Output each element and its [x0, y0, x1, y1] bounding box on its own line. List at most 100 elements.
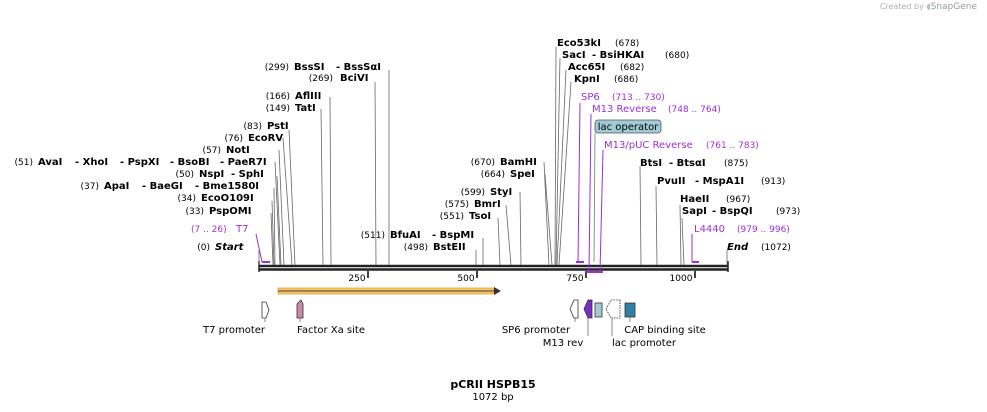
map-length: 1072 bp — [472, 392, 513, 403]
feature-m13-rev: M13 rev — [543, 338, 584, 349]
feature-cap-binding-site: CAP binding site — [624, 325, 706, 336]
enzyme-start[interactable]: Start — [215, 242, 245, 253]
tick-1000: 1000 — [670, 274, 693, 284]
cap-binding-site-mark[interactable] — [624, 302, 636, 318]
enzyme-eco53ki[interactable]: Eco53kI — [557, 38, 601, 49]
enzyme-pos: (875) — [724, 159, 748, 169]
orf-arrow[interactable] — [277, 287, 501, 295]
enzyme-ecorv[interactable]: EcoRV — [248, 133, 283, 144]
enzyme-kpni[interactable]: KpnI — [574, 74, 600, 85]
enzyme-spei[interactable]: SpeI — [510, 169, 535, 180]
primer-m13-reverse-range: (748 .. 764) — [668, 105, 721, 115]
enzyme-xhoi[interactable]: - XhoI — [75, 157, 108, 168]
enzyme-pspomi[interactable]: PspOMI — [209, 206, 251, 217]
enzyme-noti[interactable]: NotI — [226, 145, 250, 156]
enzyme-cut-lines — [258, 46, 728, 266]
enzyme-bsssai[interactable]: - BssSαI — [336, 62, 381, 73]
primer-m13-puc-reverse[interactable]: M13/pUC Reverse — [604, 140, 693, 151]
enzyme-haeii[interactable]: HaeII — [680, 194, 709, 205]
enzyme-styi[interactable]: StyI — [490, 187, 512, 198]
enzyme-pos: (269) — [309, 74, 333, 84]
enzyme-baegi[interactable]: - BaeGI — [142, 181, 183, 192]
enzyme-pos: (51) — [15, 158, 33, 168]
enzyme-pos: (50) — [176, 170, 194, 180]
enzyme-end[interactable]: End — [727, 242, 749, 253]
enzyme-ecoo109i[interactable]: EcoO109I — [201, 193, 254, 204]
enzyme-bcivi[interactable]: BciVI — [340, 73, 368, 84]
primer-t7[interactable]: T7 — [235, 224, 248, 235]
enzyme-pos: (299) — [265, 63, 289, 73]
lac-operator-label: lac operator — [598, 122, 659, 133]
enzyme-mspa1i[interactable]: - MspA1I — [695, 176, 744, 187]
enzyme-pos: (575) — [445, 200, 469, 210]
enzyme-pos: (37) — [81, 182, 99, 192]
enzyme-pos: (34) — [178, 194, 196, 204]
feature-lac-promoter: lac promoter — [612, 338, 677, 349]
enzyme-psti[interactable]: PstI — [267, 121, 289, 132]
sp6-promoter-arrow[interactable] — [569, 299, 579, 319]
primer-sp6-range: (713 .. 730) — [612, 93, 665, 103]
enzyme-bamhi[interactable]: BamHI — [500, 157, 537, 168]
enzyme-sapi[interactable]: SapI — [682, 206, 707, 217]
primer-t7-range: (7 .. 26) — [191, 225, 227, 235]
primer-lines — [255, 102, 699, 273]
enzyme-btsai[interactable]: - BtsαI — [669, 158, 706, 169]
primer-m13-puc-reverse-range: (761 .. 783) — [706, 141, 759, 151]
enzyme-bsssi[interactable]: BssSI — [294, 62, 324, 73]
enzyme-acc65i[interactable]: Acc65I — [568, 62, 605, 73]
lac-operator-box[interactable] — [594, 119, 662, 134]
sequence-backbone — [258, 261, 729, 272]
enzyme-bsihkai[interactable]: - BsiHKAI — [592, 50, 644, 61]
enzyme-bfuai[interactable]: BfuAI — [390, 230, 421, 241]
enzyme-pos: (599) — [461, 188, 485, 198]
enzyme-bsteii[interactable]: BstEII — [433, 242, 466, 253]
enzyme-pos: (498) — [404, 243, 428, 253]
primer-m13-reverse[interactable]: M13 Reverse — [592, 104, 657, 115]
snapgene-logo-icon: ◖ — [926, 2, 931, 11]
enzyme-pos: (967) — [726, 195, 750, 205]
credit-brand: SnapGene — [930, 2, 977, 12]
features: T7 promoter Factor Xa site SP6 promoter … — [202, 299, 706, 349]
t7-promoter-arrow[interactable] — [261, 301, 270, 319]
primer-sp6[interactable]: SP6 — [581, 92, 600, 103]
enzyme-pvuii[interactable]: PvuII — [657, 176, 685, 187]
primer-labels: (7 .. 26) T7 SP6 (713 .. 730) M13 Revers… — [191, 92, 790, 235]
enzyme-bmri[interactable]: BmrI — [474, 199, 501, 210]
enzyme-apai[interactable]: ApaI — [104, 181, 129, 192]
enzyme-nspi[interactable]: NspI — [199, 169, 224, 180]
enzyme-pos: (57) — [203, 146, 221, 156]
primer-l4440[interactable]: L4440 — [694, 224, 725, 235]
tick-500: 500 — [457, 274, 474, 284]
enzyme-pos: (670) — [471, 158, 495, 168]
enzyme-pos: (83) — [244, 122, 262, 132]
enzyme-labels: (0) Start (33) PspOMI (34) EcoO109I (37)… — [15, 38, 801, 253]
feature-factor-xa-site: Factor Xa site — [297, 325, 365, 336]
enzyme-tati[interactable]: TatI — [295, 103, 316, 114]
enzyme-pos: (551) — [440, 212, 464, 222]
enzyme-pos: (1072) — [761, 243, 791, 253]
enzyme-pos: (76) — [225, 134, 243, 144]
enzyme-bsobi[interactable]: - BsoBI — [170, 157, 209, 168]
enzyme-bme1580i[interactable]: - Bme1580I — [195, 181, 259, 192]
lac-operator-mark[interactable] — [594, 302, 603, 318]
enzyme-afliii[interactable]: AflIII — [295, 91, 321, 102]
enzyme-pos: (913) — [761, 177, 785, 187]
enzyme-saci[interactable]: SacI — [562, 50, 586, 61]
enzyme-pos: (149) — [266, 104, 290, 114]
snapgene-credit: Created by ◖SnapGene — [880, 2, 977, 12]
enzyme-pos: (33) — [186, 207, 204, 217]
enzyme-btsi[interactable]: BtsI — [640, 158, 662, 169]
ruler: 250 500 750 1000 — [348, 271, 696, 284]
enzyme-bspqi[interactable]: - BspQI — [712, 206, 753, 217]
enzyme-sphi[interactable]: - SphI — [231, 169, 264, 180]
factor-xa-site-mark[interactable] — [296, 299, 304, 319]
enzyme-avai[interactable]: AvaI — [38, 157, 62, 168]
m13-rev-arrow[interactable] — [583, 299, 593, 319]
enzyme-paer7i[interactable]: - PaeR7I — [220, 157, 267, 168]
enzyme-bspmi[interactable]: - BspMI — [432, 230, 474, 241]
enzyme-tsoi[interactable]: TsoI — [469, 211, 491, 222]
enzyme-pos: (680) — [665, 51, 689, 61]
lac-promoter-arrow[interactable] — [605, 299, 621, 319]
enzyme-pos: (511) — [361, 231, 385, 241]
enzyme-pspxi[interactable]: - PspXI — [120, 157, 159, 168]
